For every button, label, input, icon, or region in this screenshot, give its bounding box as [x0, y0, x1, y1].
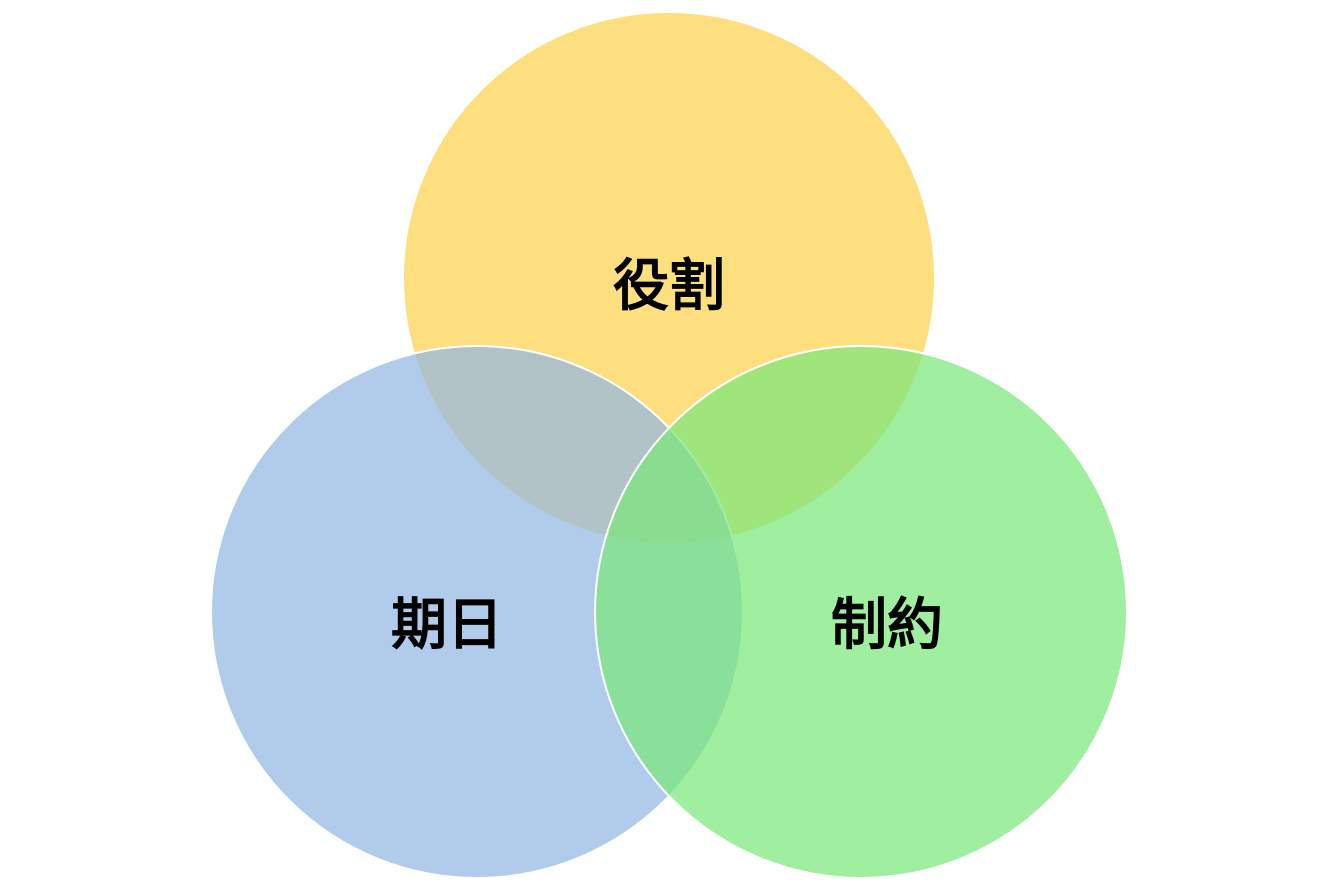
venn-label-left: 期日: [391, 593, 503, 658]
venn-circle-right: [594, 345, 1128, 879]
venn-label-right: 制約: [831, 593, 943, 658]
venn-label-top: 役割: [613, 254, 725, 319]
